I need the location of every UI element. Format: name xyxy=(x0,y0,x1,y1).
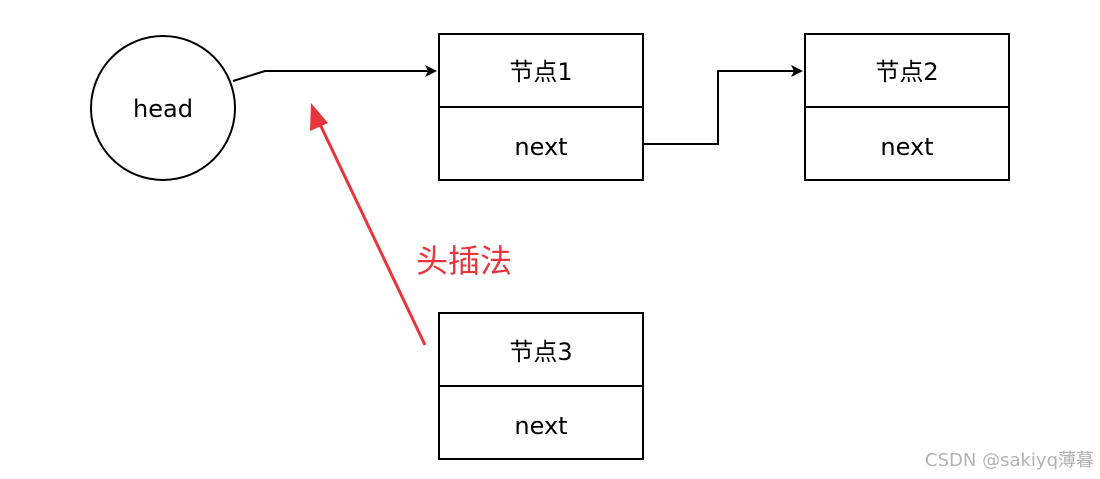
node-1: 节点1 next xyxy=(438,33,644,181)
insertion-method-label: 头插法 xyxy=(416,242,512,280)
node-2-title: 节点2 xyxy=(875,58,938,86)
node-3-title: 节点3 xyxy=(509,338,572,366)
node-1-next: next xyxy=(514,133,567,161)
insertion-arrow-head xyxy=(310,103,328,131)
node1-to-node2-arrow xyxy=(643,65,803,145)
head-node: head xyxy=(90,35,236,181)
watermark-text: CSDN @sakiyq薄暮 xyxy=(925,450,1094,471)
node-2-next: next xyxy=(880,133,933,161)
node-1-title: 节点1 xyxy=(509,58,572,86)
insertion-arrow-shaft xyxy=(316,119,427,346)
node-3-next: next xyxy=(514,412,567,440)
node-3: 节点3 next xyxy=(438,312,644,460)
node-2: 节点2 next xyxy=(804,33,1010,181)
head-to-node1-arrow xyxy=(232,65,437,82)
head-circle xyxy=(90,35,236,181)
insertion-arrow xyxy=(310,103,427,346)
head-label: head xyxy=(133,95,193,123)
